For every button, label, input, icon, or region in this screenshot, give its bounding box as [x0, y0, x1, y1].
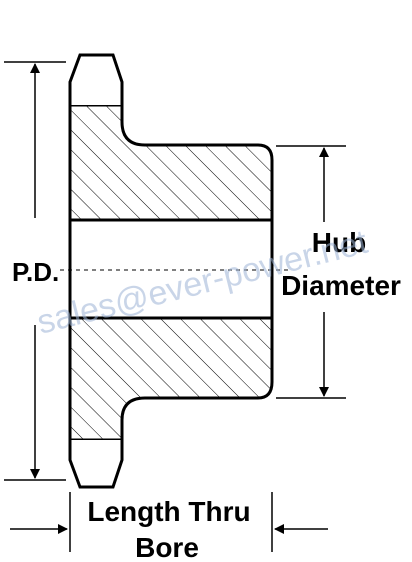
length-label-line1: Length Thru: [87, 496, 250, 527]
hub-label-line2: Diameter: [281, 270, 401, 301]
hub-label-line1: Hub: [312, 227, 366, 258]
lower-section: [68, 316, 274, 442]
lower-tooth: [68, 440, 124, 489]
bore: [70, 220, 272, 318]
length-label-line2: Bore: [135, 532, 199, 562]
upper-tooth: [68, 53, 124, 105]
upper-section: [68, 103, 274, 222]
pd-label: P.D.: [12, 257, 59, 287]
